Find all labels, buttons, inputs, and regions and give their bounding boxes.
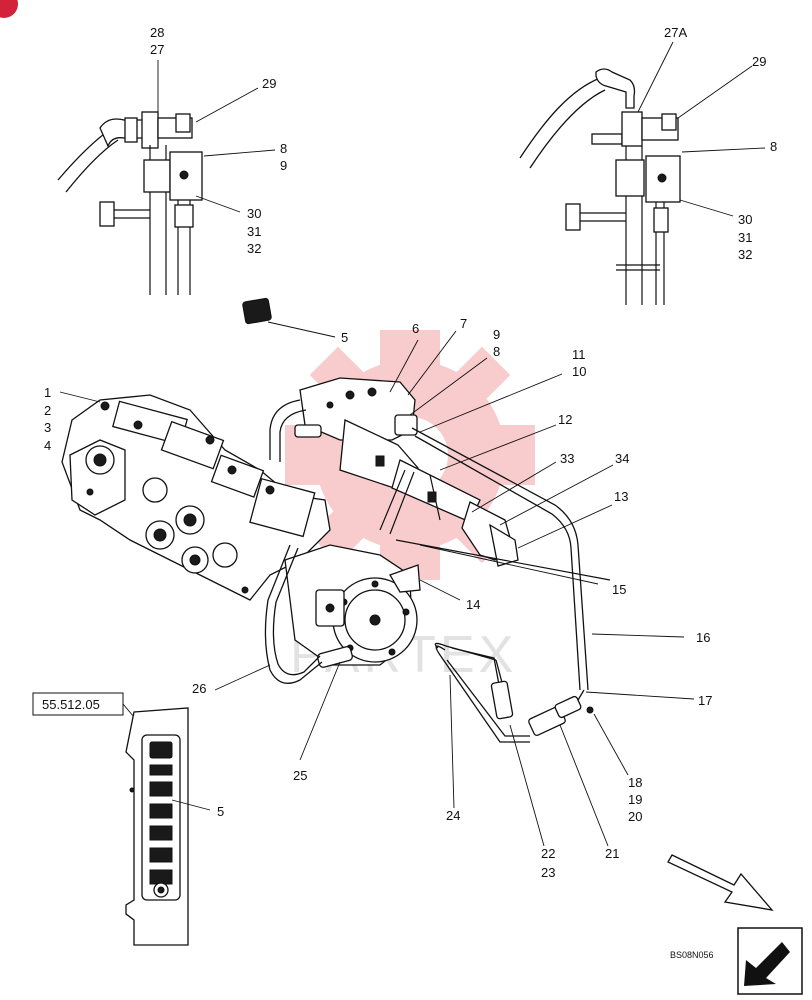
callout-m-26: 26 [192,681,206,696]
main-assembly [59,297,695,847]
callout-bl-5: 5 [217,804,224,819]
callout-m-14: 14 [466,597,480,612]
callout-m-10: 10 [572,364,586,379]
callout-tl-30: 30 [247,206,261,221]
reference-box: 55.512.05 [42,697,100,712]
callout-tr-30: 30 [738,212,752,227]
callout-m-12: 12 [558,412,572,427]
callout-tr-8: 8 [770,139,777,154]
callout-tr-29: 29 [752,54,766,69]
callout-m-24: 24 [446,808,460,823]
corner-badge-icon [0,0,18,18]
callout-m-4: 4 [44,438,51,453]
callout-tr-32: 32 [738,247,752,262]
callout-m-22: 22 [541,846,555,861]
callout-m-5: 5 [341,330,348,345]
callout-m-16: 16 [696,630,710,645]
callout-tr-27a: 27A [664,25,687,40]
callout-tr-31: 31 [738,230,752,245]
callout-m-3: 3 [44,420,51,435]
callout-m-18: 18 [628,775,642,790]
callout-m-23: 23 [541,865,555,880]
callout-m-6: 6 [412,321,419,336]
callout-tl-9: 9 [280,158,287,173]
callout-m-19: 19 [628,792,642,807]
callout-m-21: 21 [605,846,619,861]
callout-m-8: 8 [493,344,500,359]
detail-top-right [519,41,766,305]
drawing-code: BS08N056 [670,950,714,960]
callout-tl-32: 32 [247,241,261,256]
callout-tl-31: 31 [247,224,261,239]
callout-m-15: 15 [612,582,626,597]
page-nav-arrow-icon[interactable] [737,927,803,995]
callout-m-13: 13 [614,489,628,504]
callout-m-25: 25 [293,768,307,783]
callout-m-17: 17 [698,693,712,708]
direction-arrow-icon [667,854,774,911]
callout-tl-28: 28 [150,25,164,40]
callout-m-7: 7 [460,316,467,331]
detail-bottom-left [32,692,211,946]
callout-m-33: 33 [560,451,574,466]
callout-m-34: 34 [615,451,629,466]
callout-m-11: 11 [572,347,586,362]
callout-m-1: 1 [44,385,51,400]
callout-tl-8: 8 [280,141,287,156]
callout-m-2: 2 [44,403,51,418]
callout-m-9: 9 [493,327,500,342]
detail-top-left [57,60,276,295]
callout-tl-27: 27 [150,42,164,57]
callout-tl-29: 29 [262,76,276,91]
callout-m-20: 20 [628,809,642,824]
